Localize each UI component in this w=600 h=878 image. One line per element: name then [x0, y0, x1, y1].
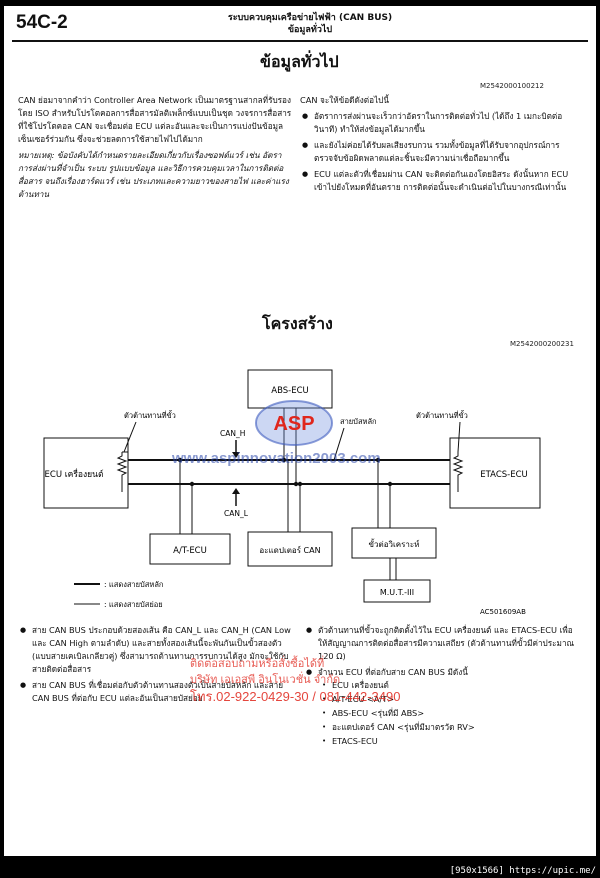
resistor-left-label: ตัวต้านทานที่ขั้ว: [124, 410, 176, 420]
advantage-item: ECU แต่ละตัวที่เชื่อมผ่าน CAN จะติดต่อกั…: [302, 168, 576, 194]
node-dot: [387, 481, 393, 487]
structure-section-code: M2542000200231: [510, 340, 574, 348]
structure-bullet: ตัวต้านทานที่ขั้วจะถูกติดตั้งไว้ใน ECU เ…: [306, 624, 576, 663]
can-h-label: CAN_H: [220, 429, 245, 438]
mut-label: M.U.T.-III: [380, 588, 414, 597]
node-dot: [177, 457, 183, 463]
can-l-label: CAN_L: [224, 509, 249, 518]
advantages-list: อัตราการส่งผ่านจะเร็วกว่าอัตราในการติดต่…: [300, 110, 576, 194]
watermark-phone: โทร.02-922-0429-30 / 081-442-3490: [190, 689, 401, 704]
manual-page: 54C-2 ระบบควบคุมเครือข่ายไฟฟ้า (CAN BUS)…: [4, 6, 596, 856]
ecu-engine-box: [43, 437, 129, 509]
ecu-list-item: ABS-ECU <รุ่นที่มี ABS>: [322, 707, 576, 720]
page-header-title: ระบบควบคุมเครือข่ายไฟฟ้า (CAN BUS) ข้อมู…: [200, 12, 420, 36]
structure-left-column: สาย CAN BUS ประกอบด้วยสองเส้น คือ CAN_L …: [18, 624, 296, 708]
structure-right-bullets: ตัวต้านทานที่ขั้วจะถูกติดตั้งไว้ใน ECU เ…: [304, 624, 576, 748]
at-ecu-box: [149, 533, 231, 565]
ecu-list-item: ECU เครื่องยนต์: [322, 679, 576, 692]
page-code: 54C-2: [16, 12, 68, 33]
general-note: หมายเหตุ: ข้อบังคับได้กำหนดรายละเอียดเกี…: [18, 150, 289, 199]
can-adapter-label: อะแดปเตอร์ CAN: [259, 545, 320, 555]
node-dot: [297, 481, 303, 487]
advantages-heading: CAN จะให้ข้อดีดังต่อไปนี้: [300, 95, 389, 105]
watermark-line1: ติดต่อสอบถามหรือสั่งซื้อได้ที่: [190, 658, 325, 670]
structure-bullet: สาย CAN BUS ที่เชื่อมต่อกับตัวต้านทานสอง…: [20, 679, 296, 705]
main-bus-label: สายบัสหลัก: [340, 417, 377, 426]
watermark-line2: บริษัท เอเอสพี อินโนเวชั่น จำกัด: [190, 674, 341, 686]
resistor-right-icon: [452, 452, 464, 492]
structure-bullet: จำนวน ECU ที่ต่อกับสาย CAN BUS มีดังนี้ …: [306, 666, 576, 748]
node-dot: [375, 457, 381, 463]
main-bus-leader: [333, 427, 345, 461]
ecu-list-item: ETACS-ECU: [322, 735, 576, 748]
node-dot: [281, 457, 287, 463]
general-section-title: ข้อมูลทั่วไป: [260, 52, 339, 71]
image-host-footer: [950x1566] https://upic.me/: [449, 866, 596, 876]
figure-code: AC501609AB: [480, 608, 526, 616]
legend-main-label: : แสดงสายบัสหลัก: [104, 580, 163, 589]
header-rule: [12, 40, 588, 42]
mut-box: [363, 579, 431, 603]
at-ecu-label: A/T-ECU: [173, 546, 207, 556]
structure-bullet: สาย CAN BUS ประกอบด้วยสองเส้น คือ CAN_L …: [20, 624, 296, 676]
header-title-line2: ข้อมูลทั่วไป: [287, 25, 333, 35]
watermark-url: www.aspinnovation2003.com: [172, 450, 381, 467]
etacs-box: [449, 437, 541, 509]
resistor-left-leader: [123, 421, 137, 453]
ecu-list-item: อะแดปเตอร์ CAN <รุ่นที่มีมาตรวัด RV>: [322, 721, 576, 734]
can-l-arrowhead-icon: [232, 488, 240, 494]
abs-ecu-label: ABS-ECU: [271, 386, 309, 396]
resistor-left-icon: [116, 452, 128, 492]
can-h-arrowhead-icon: [232, 452, 240, 458]
general-section-code: M2542000100212: [480, 82, 544, 90]
can-adapter-box: [247, 531, 333, 567]
asp-logo: ASP: [255, 400, 333, 446]
ecu-list-heading: จำนวน ECU ที่ต่อกับสาย CAN BUS มีดังนี้: [318, 667, 468, 677]
advantage-item: และยังไม่ค่อยได้รับผลเสียงรบกวน รวมทั้งข…: [302, 139, 576, 165]
structure-left-bullets: สาย CAN BUS ประกอบด้วยสองเส้น คือ CAN_L …: [18, 624, 296, 705]
asp-logo-text: ASP: [273, 413, 314, 435]
can-bus-diagram: ABS-ECU ECU เครื่องยนต์ ตัวต้านทานที่ขั้…: [43, 369, 541, 616]
node-dot: [293, 481, 299, 487]
asp-logo-globe-icon: [255, 400, 333, 446]
etacs-label: ETACS-ECU: [480, 470, 528, 480]
node-dot: [189, 481, 195, 487]
structure-section-title: โครงสร้าง: [262, 314, 333, 333]
structure-right-column: ตัวต้านทานที่ขั้วจะถูกติดตั้งไว้ใน ECU เ…: [304, 624, 576, 751]
header-title-line1: ระบบควบคุมเครือข่ายไฟฟ้า (CAN BUS): [227, 13, 393, 23]
diag-connector-label: ขั้วต่อวิเคราะห์: [369, 538, 420, 549]
advantage-item: อัตราการส่งผ่านจะเร็วกว่าอัตราในการติดต่…: [302, 110, 576, 136]
resistor-right-leader: [457, 421, 461, 453]
general-intro: CAN ย่อมาจากคำว่า Controller Area Networ…: [18, 95, 292, 144]
general-left-column: CAN ย่อมาจากคำว่า Controller Area Networ…: [18, 94, 292, 204]
resistor-right-label: ตัวต้านทานที่ขั้ว: [416, 410, 468, 420]
ecu-list: ECU เครื่องยนต์ A/T-ECU <A/T> ABS-ECU <ร…: [318, 679, 576, 748]
general-right-column: CAN จะให้ข้อดีดังต่อไปนี้ อัตราการส่งผ่า…: [300, 94, 576, 197]
legend-sub-label: : แสดงสายบัสย่อย: [104, 600, 163, 609]
ecu-list-item: A/T-ECU <A/T>: [322, 693, 576, 706]
diag-connector-box: [351, 527, 437, 559]
ecu-engine-label: ECU เครื่องยนต์: [45, 468, 104, 480]
